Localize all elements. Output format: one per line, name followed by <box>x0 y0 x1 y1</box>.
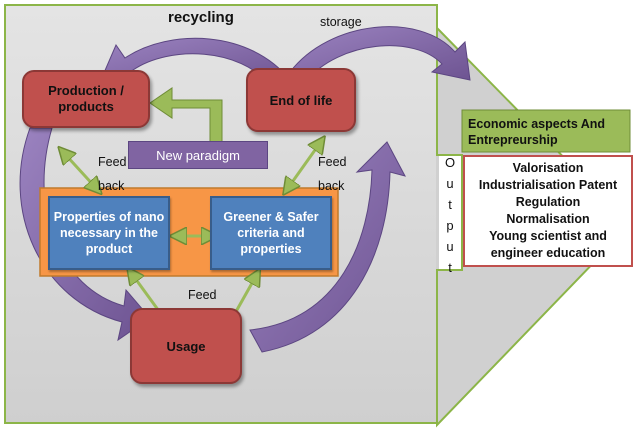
properties-nano-node: Properties of nano necessary in the prod… <box>48 196 170 270</box>
new-paradigm-arrow <box>149 87 223 144</box>
economic-item: engineer education <box>490 246 606 260</box>
usage-to-endoflife-arrow <box>249 141 406 353</box>
economic-item: Young scientist and <box>489 229 607 243</box>
greener-safer-node: Greener & Safer criteria and properties <box>210 196 332 270</box>
feedback-arrow-left <box>64 153 96 188</box>
economic-header: Economic aspects And Entrepreurship <box>468 117 606 147</box>
production-node: Production / products <box>22 70 150 128</box>
new-paradigm-box: New paradigm <box>128 141 268 169</box>
feedback-arrow-right <box>288 143 320 188</box>
usage-node: Usage <box>130 308 242 384</box>
recycling-arrow <box>99 37 291 86</box>
economic-item: Industrialisation Patent <box>478 178 618 192</box>
feedback-label-right: Feed back <box>318 155 347 193</box>
economic-list-box <box>463 155 633 267</box>
storage-label: storage <box>320 15 362 29</box>
economic-list: Valorisation Industrialisation Patent Re… <box>466 160 630 262</box>
panel-gap <box>436 156 439 269</box>
economic-header-box <box>461 109 631 153</box>
economic-item: Valorisation <box>512 161 584 175</box>
end-of-life-node: End of life <box>246 68 356 132</box>
feedback-label-left: Feed back <box>98 155 127 193</box>
storage-arrow <box>289 26 471 83</box>
output-label: O u t p u t <box>444 155 456 275</box>
economic-item: Regulation <box>515 195 581 209</box>
recycling-label: recycling <box>168 9 234 26</box>
economic-item: Normalisation <box>506 212 590 226</box>
